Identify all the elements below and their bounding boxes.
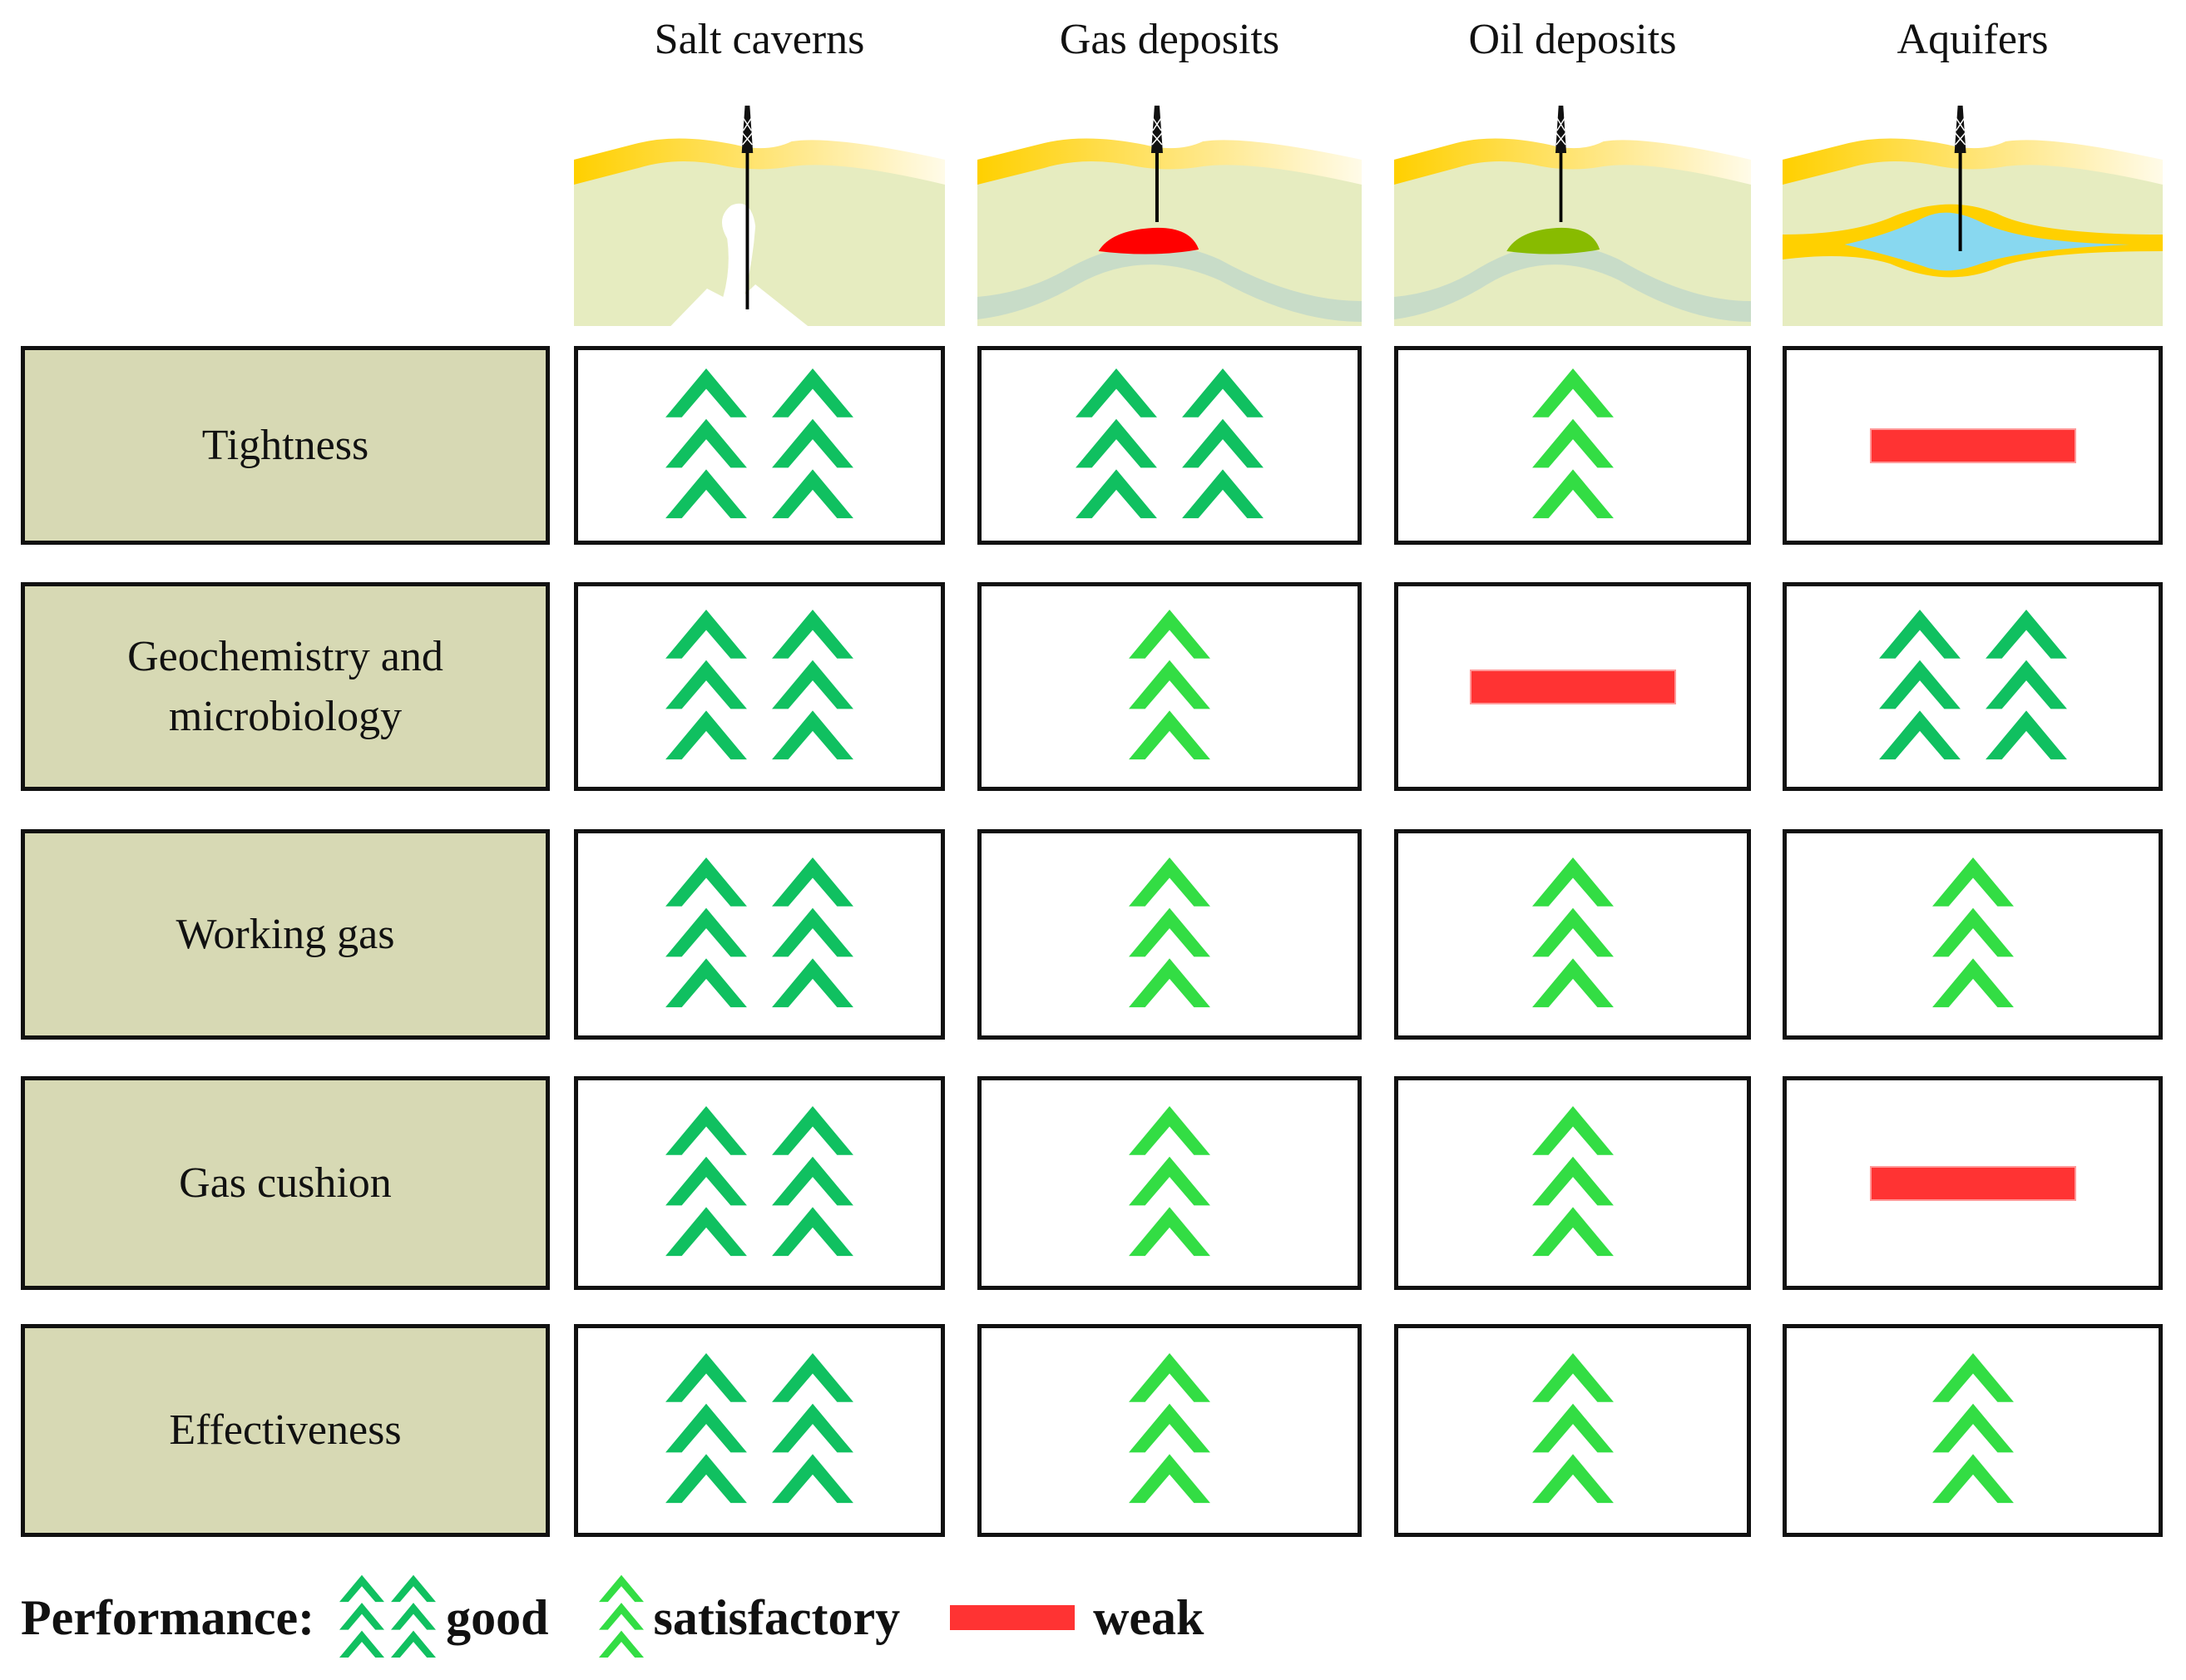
rating-cell-satisfactory: [977, 582, 1362, 791]
rating-cell-satisfactory: [1394, 829, 1751, 1040]
rating-cell-good: [574, 1076, 945, 1290]
satisfactory-chevrons-icon: [1931, 857, 2014, 1012]
rating-cell-good: [977, 346, 1362, 545]
good-chevrons-icon: [1878, 609, 1961, 764]
legend-weak-label: weak: [1093, 1589, 1204, 1645]
satisfactory-chevrons-icon: [1129, 1105, 1210, 1261]
satisfactory-chevrons-icon: [598, 1574, 644, 1661]
satisfactory-chevrons-icon: [1129, 609, 1210, 764]
rating-cell-satisfactory: [977, 829, 1362, 1040]
column-header: Oil deposits: [1468, 16, 1677, 63]
rating-cell-good: [1783, 582, 2163, 791]
rating-cell-weak: [1783, 346, 2163, 545]
legend-title: Performance:: [21, 1589, 315, 1645]
rating-cell-satisfactory: [1394, 1076, 1751, 1290]
good-chevrons-icon: [665, 857, 747, 1012]
oil-deposit-illustration: [1394, 101, 1751, 326]
row-label-text: Working gas: [176, 910, 395, 958]
good-chevrons-icon: [1182, 368, 1264, 523]
rating-cell-good: [574, 346, 945, 545]
satisfactory-chevrons-icon: [1531, 857, 1614, 1012]
good-chevrons-icon: [1076, 368, 1157, 523]
row-label: Gas cushion: [21, 1076, 550, 1290]
rating-cell-weak: [1783, 1076, 2163, 1290]
satisfactory-chevrons-icon: [1531, 368, 1614, 523]
good-chevrons-icon: [772, 609, 853, 764]
satisfactory-chevrons-icon: [1531, 1353, 1614, 1508]
rating-cell-satisfactory: [1394, 1324, 1751, 1537]
row-label-text: Tightness: [201, 421, 369, 469]
column-header: Gas deposits: [1059, 16, 1280, 63]
rating-cell-satisfactory: [1783, 1324, 2163, 1537]
rating-cell-satisfactory: [1783, 829, 2163, 1040]
legend-satisfactory-label: satisfactory: [653, 1589, 901, 1645]
good-chevrons-icon: [772, 368, 853, 523]
rating-cell-satisfactory: [977, 1076, 1362, 1290]
good-chevrons-icon: [665, 368, 747, 523]
satisfactory-chevrons-icon: [1931, 1353, 2014, 1508]
legend-good-label: good: [446, 1589, 549, 1645]
row-label-text: Effectiveness: [169, 1406, 402, 1454]
row-label: Geochemistry and microbiology: [21, 582, 550, 791]
aquifer-illustration: [1783, 101, 2163, 326]
good-chevrons-icon: [772, 857, 853, 1012]
good-chevrons-icon: [665, 1105, 747, 1261]
legend: Performance: good satisfactory weak: [21, 1564, 1204, 1672]
row-label-text: Geochemistry and microbiology: [127, 632, 443, 740]
good-chevrons-icon: [665, 1353, 747, 1508]
row-label: Effectiveness: [21, 1324, 550, 1537]
rating-cell-weak: [1394, 582, 1751, 791]
column-header: Salt caverns: [654, 16, 865, 63]
row-label-text: Gas cushion: [179, 1159, 392, 1207]
satisfactory-chevrons-icon: [1129, 1353, 1210, 1508]
gas-deposit-illustration: [977, 101, 1362, 326]
salt-cavern-illustration: [574, 101, 945, 326]
rating-cell-satisfactory: [977, 1324, 1362, 1537]
good-chevrons-icon: [772, 1105, 853, 1261]
column-header: Aquifers: [1897, 16, 2049, 63]
satisfactory-chevrons-icon: [1129, 857, 1210, 1012]
rating-cell-good: [574, 582, 945, 791]
row-label: Tightness: [21, 346, 550, 545]
good-chevrons-icon: [665, 609, 747, 764]
good-chevrons-icon: [339, 1574, 437, 1661]
rating-cell-good: [574, 829, 945, 1040]
weak-bar-icon: [1869, 427, 2076, 463]
row-label: Working gas: [21, 829, 550, 1040]
rating-cell-satisfactory: [1394, 346, 1751, 545]
weak-bar-icon: [950, 1605, 1076, 1630]
weak-bar-icon: [1869, 1165, 2076, 1201]
satisfactory-chevrons-icon: [1531, 1105, 1614, 1261]
good-chevrons-icon: [1985, 609, 2067, 764]
rating-cell-good: [574, 1324, 945, 1537]
good-chevrons-icon: [772, 1353, 853, 1508]
weak-bar-icon: [1469, 669, 1676, 704]
